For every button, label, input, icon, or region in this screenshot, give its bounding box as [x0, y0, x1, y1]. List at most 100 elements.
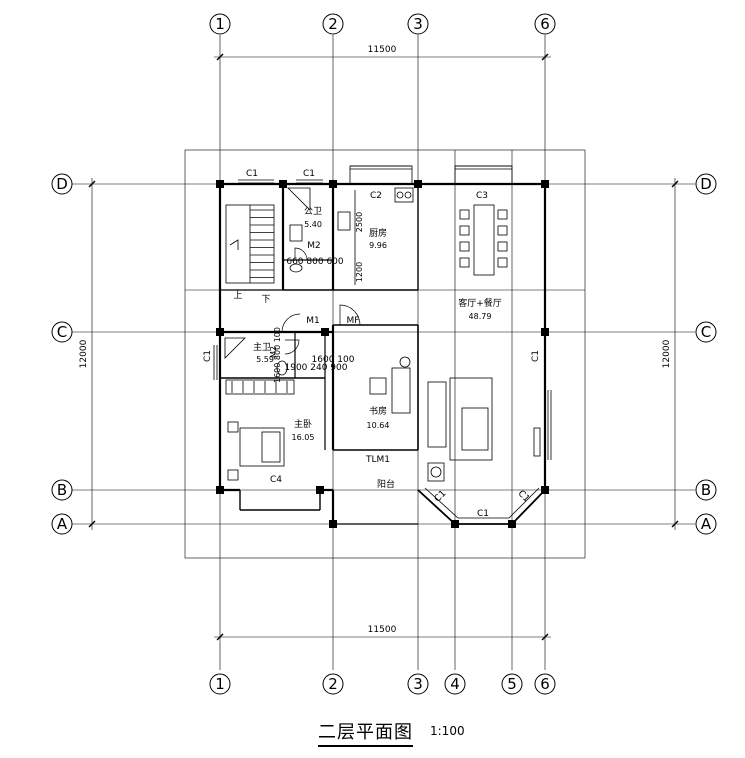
dimension-text-right: 12000 [662, 339, 672, 368]
sofa-main [449, 377, 493, 461]
axis-label-bottom: 4 [450, 675, 460, 693]
plant [399, 356, 411, 368]
shower-tray [224, 337, 246, 359]
axis-label-bottom: 1 [215, 675, 225, 693]
bay-window-inner [424, 487, 540, 519]
axis-label-top: 1 [215, 15, 225, 33]
structural-column [216, 328, 224, 336]
axis-label-left: B [57, 481, 67, 499]
window-label: C1 [246, 169, 258, 179]
dining-chair [497, 225, 508, 236]
sofa-side [427, 381, 447, 448]
desk [391, 367, 411, 414]
axis-label-bottom: 3 [413, 675, 423, 693]
axis-label-right-circle [695, 321, 717, 343]
door-label: M2 [307, 241, 321, 251]
structural-column [216, 486, 224, 494]
axis-label-bottom-circle [534, 673, 556, 695]
structural-column [316, 486, 324, 494]
drawing-frame [184, 149, 586, 559]
window-label: C3 [476, 191, 488, 201]
stair-arrow [229, 239, 239, 250]
window-label: C1 [516, 489, 532, 505]
axis-label-left: C [57, 323, 67, 341]
lamp [430, 466, 442, 478]
drawing-scale: 1:100 [430, 724, 465, 738]
axis-label-bottom-circle [501, 673, 523, 695]
room-area-public-bath: 5.40 [304, 220, 322, 229]
dining-chair [497, 241, 508, 252]
structural-column [216, 180, 224, 188]
bay-window [417, 489, 546, 525]
dimension-text-corridor: 1600 100 [312, 355, 355, 365]
dining-chair [459, 257, 470, 268]
shower-tray [287, 187, 311, 211]
axis-label-top-circle [322, 13, 344, 35]
stair-label: 下 [261, 295, 270, 305]
basin [289, 263, 303, 273]
axis-label-bottom-circle [444, 673, 466, 695]
dining-chair [459, 225, 470, 236]
door-label: M2 [269, 346, 278, 358]
structural-column [541, 486, 549, 494]
axis-label-left: D [56, 175, 68, 193]
chair [369, 377, 387, 395]
nightstand [227, 421, 239, 433]
room-name-living-dining: 客厅+餐厅 [458, 297, 502, 309]
axis-label-bottom-circle [209, 673, 231, 695]
toilet [276, 360, 288, 376]
pillow [261, 431, 281, 463]
dimension-text-kitchen: 2500 [355, 212, 364, 232]
axis-label-bottom: 5 [507, 675, 517, 693]
window-label: C2 [370, 191, 382, 201]
axis-label-top-circle [407, 13, 429, 35]
dimension-text-bath: 660 800 600 [286, 257, 344, 267]
window-c2-frame [349, 165, 413, 185]
axis-label-bottom: 6 [540, 675, 550, 693]
nightstand [227, 469, 239, 481]
room-name-master-bath: 主卫 [253, 341, 271, 353]
dining-chair [459, 241, 470, 252]
axis-label-left-circle [51, 321, 73, 343]
axis-label-right: A [701, 515, 712, 533]
door-label: M1 [306, 316, 320, 326]
axis-label-right: D [700, 175, 712, 193]
room-name-balcony: 阳台 [377, 478, 395, 490]
dimension-text-bottom: 11500 [368, 625, 397, 635]
structural-column [541, 180, 549, 188]
stove-burner [396, 191, 404, 199]
room-name-study: 书房 [369, 405, 387, 417]
dining-table [473, 204, 495, 276]
room-area-master-bath: 5.59 [256, 355, 274, 364]
coffee-table [461, 407, 489, 451]
axis-label-left-circle [51, 173, 73, 195]
axis-label-right-circle [695, 479, 717, 501]
room-area-master-bedroom: 16.05 [292, 433, 315, 442]
structural-column [414, 180, 422, 188]
axis-label-left-circle [51, 479, 73, 501]
axis-label-top: 2 [328, 15, 338, 33]
axis-label-right-circle [695, 513, 717, 535]
toilet [289, 224, 303, 242]
structural-column [279, 180, 287, 188]
door-label: TLM1 [365, 455, 390, 465]
room-name-master-bedroom: 主卧 [294, 418, 312, 430]
axis-label-bottom-circle [407, 673, 429, 695]
drawing-title: 二层平面图 [318, 718, 413, 747]
dimension-text-kitchen: 1200 [355, 262, 364, 282]
axis-label-right: C [701, 323, 711, 341]
axis-label-top-circle [534, 13, 556, 35]
stove-burner [404, 191, 412, 199]
wardrobe [225, 379, 295, 395]
stair-label: 上 [233, 290, 242, 301]
door-m2-side [284, 339, 300, 355]
dimension-text-left: 12000 [79, 339, 89, 368]
window-label: C1 [531, 350, 541, 362]
sink [337, 211, 351, 231]
structural-column [329, 520, 337, 528]
axis-label-top: 6 [540, 15, 550, 33]
structural-column [451, 520, 459, 528]
structural-column [541, 328, 549, 336]
stove [394, 187, 414, 203]
